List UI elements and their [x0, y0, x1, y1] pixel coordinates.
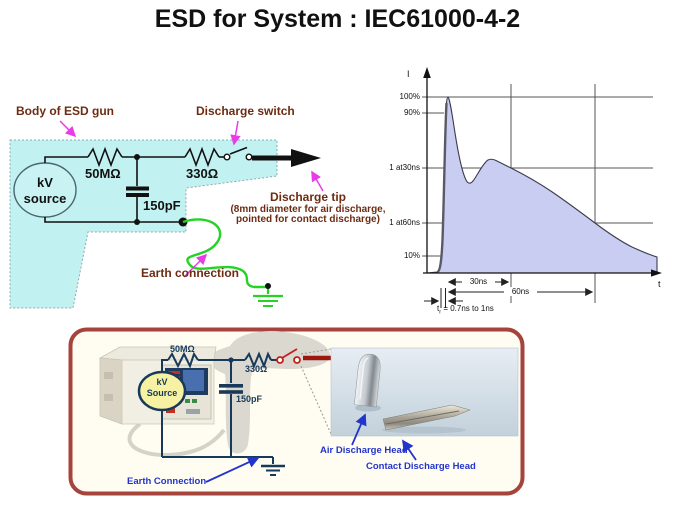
- annotation-arrows: [59, 120, 324, 278]
- photo-node-dot: [228, 357, 234, 363]
- kv-source-text-line2: source: [23, 191, 67, 206]
- resistor-330-label: 330Ω: [186, 166, 219, 181]
- photo-capacitor-label: 150pF: [236, 394, 263, 404]
- rise-time-label: tr = 0.7ns to 1ns: [437, 304, 494, 316]
- esd-waveform-graph: [422, 67, 662, 308]
- discharge-switch-label: Discharge switch: [196, 104, 295, 118]
- photo-kv-line2: Source: [146, 388, 178, 398]
- ytick-10: 10%: [403, 251, 420, 260]
- photo-resistor-50m-label: 50MΩ: [170, 344, 195, 354]
- photo-resistor-330-label: 330Ω: [245, 364, 268, 374]
- kv-source-text-line1: kV: [37, 175, 53, 190]
- projection-lines: [300, 348, 332, 435]
- x-axis-label: t: [658, 279, 661, 289]
- y-axis-label: I: [407, 69, 410, 79]
- contact-head-label: Contact Discharge Head: [366, 461, 476, 472]
- capacitor-label: 150pF: [143, 198, 181, 213]
- air-discharge-head-photo: [354, 353, 381, 408]
- esd-gun-diagram: [9, 120, 324, 309]
- contact-discharge-head-photo: [382, 404, 471, 431]
- graph-axes: [423, 75, 654, 274]
- waveform-rise-edge: [436, 102, 448, 274]
- photo-discharge-switch: [276, 348, 301, 364]
- photo-capacitor-icon: [219, 384, 243, 394]
- discharge-tip-arrow: [252, 149, 321, 167]
- air-head-label: Air Discharge Head: [320, 445, 408, 456]
- switch-contact: [245, 153, 253, 161]
- photo-kv-line1: kV: [156, 377, 168, 387]
- photo-earth-label: Earth Connection: [127, 476, 207, 487]
- discharge-tip-label: Discharge tip: [269, 190, 347, 204]
- photo-illustration-box: [68, 327, 525, 496]
- ground-dot: [265, 283, 271, 289]
- switch-contact: [223, 153, 231, 161]
- ytick-i60: 1 at60ns: [389, 218, 420, 227]
- y-axis-arrow: [423, 67, 431, 78]
- x-axis-arrow: [651, 269, 662, 277]
- node-dot: [134, 154, 140, 160]
- ytick-90: 90%: [403, 108, 420, 117]
- esd-gun-body-shape: [9, 139, 278, 309]
- earth-wire: [182, 218, 283, 307]
- discharge-tip-note2: pointed for contact discharge): [236, 214, 380, 225]
- photo-kv-source-ellipse: [137, 370, 187, 412]
- dim-30ns-label: 30ns: [462, 277, 495, 286]
- earth-connection-label: Earth connection: [141, 266, 240, 280]
- ytick-i30: 1 at30ns: [389, 163, 420, 172]
- slide-title: ESD for System : IEC61000-4-2: [154, 5, 521, 33]
- gun-cable: [127, 422, 226, 457]
- dimension-arrows: [424, 278, 594, 308]
- discharge-heads-photo: [330, 347, 519, 437]
- photo-circuit-wires: [161, 351, 285, 476]
- capacitor-icon: [126, 186, 149, 197]
- node-dot: [134, 219, 140, 225]
- ytick-100: 100%: [399, 92, 420, 101]
- resistor-50m-label: 50MΩ: [85, 166, 121, 181]
- dim-60ns-label: 60ns: [504, 287, 537, 296]
- waveform-area: [426, 96, 658, 274]
- body-of-gun-label: Body of ESD gun: [16, 104, 114, 118]
- photo-annotation-arrows: [205, 413, 417, 483]
- instrument-screen: [183, 370, 204, 391]
- discharge-tip-note1: (8mm diameter for air discharge,: [230, 204, 386, 215]
